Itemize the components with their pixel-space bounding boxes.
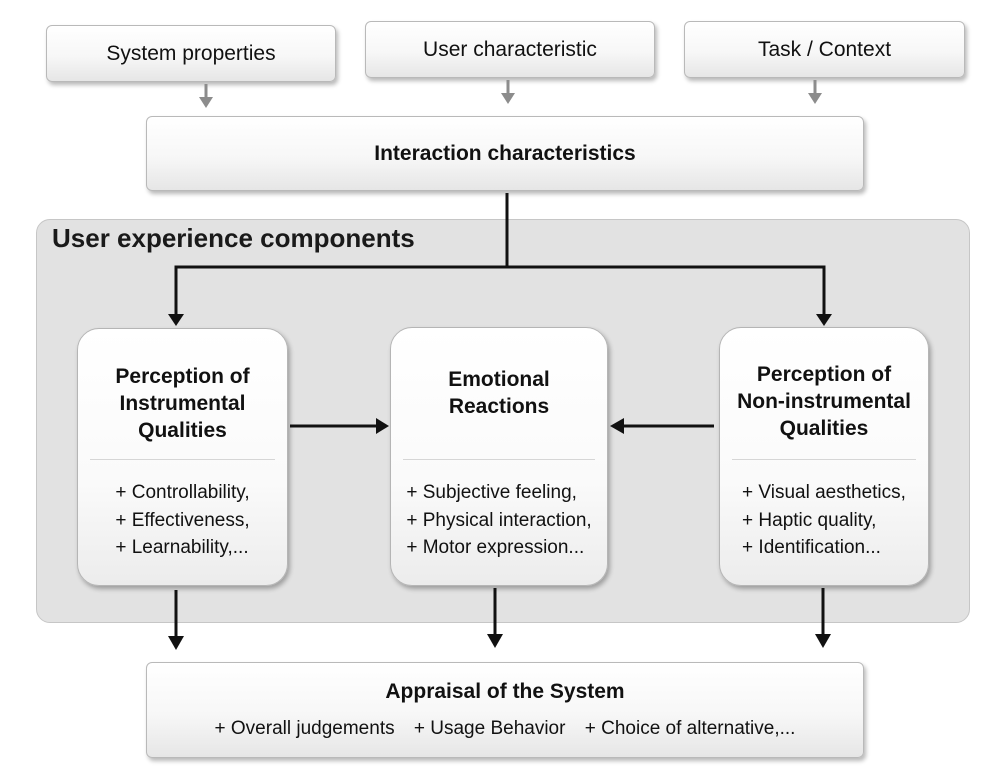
list-item: + Learnability,... [115,537,249,558]
appraisal-box: Appraisal of the System + Overall judgem… [146,662,864,758]
interaction-characteristics-label: Interaction characteristics [374,141,636,165]
user-characteristic-label: User characteristic [423,37,597,61]
appraisal-item: + Choice of alternative,... [584,718,796,739]
instrumental-qualities-list: + Controllability, + Effectiveness, + Le… [78,479,287,562]
system-properties-label: System properties [106,41,276,65]
appraisal-item: + Overall judgements [214,718,395,739]
system-properties-box: System properties [46,25,336,82]
arrowhead [808,93,822,104]
instrumental-qualities-title: Perception of Instrumental Qualities [115,365,250,442]
interaction-characteristics-box: Interaction characteristics [146,116,864,191]
non-instrumental-qualities-card: Perception of Non-instrumental Qualities… [719,327,929,586]
arrowhead [168,636,184,650]
arrowhead [815,634,831,648]
non-instrumental-qualities-list: + Visual aesthetics, + Haptic quality, +… [720,479,928,562]
user-characteristic-box: User characteristic [365,21,655,78]
emotional-reactions-card: Emotional Reactions + Subjective feeling… [390,327,608,586]
card-divider [403,459,595,460]
input-arrows [199,80,822,108]
task-context-label: Task / Context [757,37,892,61]
list-item: + Physical interaction, [406,509,592,531]
appraisal-items: + Overall judgements + Usage Behavior + … [147,718,863,740]
arrowhead [501,93,515,104]
list-item: + Subjective feeling, [406,482,577,503]
list-item: + Identification... [742,537,881,558]
non-instrumental-qualities-title: Perception of Non-instrumental Qualities [737,363,911,440]
user-experience-components-title: User experience components [52,223,415,253]
list-item: + Haptic quality, [742,509,877,531]
list-item: + Effectiveness, [115,509,250,531]
card-divider [90,459,275,460]
arrowhead [199,97,213,108]
list-item: + Visual aesthetics, [742,482,906,503]
instrumental-qualities-card: Perception of Instrumental Qualities + C… [77,328,288,586]
emotional-reactions-title: Emotional Reactions [448,368,550,418]
emotional-reactions-list: + Subjective feeling, + Physical interac… [391,479,607,562]
card-divider [732,459,916,460]
appraisal-item: + Usage Behavior [413,718,566,739]
appraisal-title: Appraisal of the System [385,680,625,703]
task-context-box: Task / Context [684,21,965,78]
list-item: + Motor expression... [406,537,585,558]
list-item: + Controllability, [115,482,250,503]
arrowhead [487,634,503,648]
